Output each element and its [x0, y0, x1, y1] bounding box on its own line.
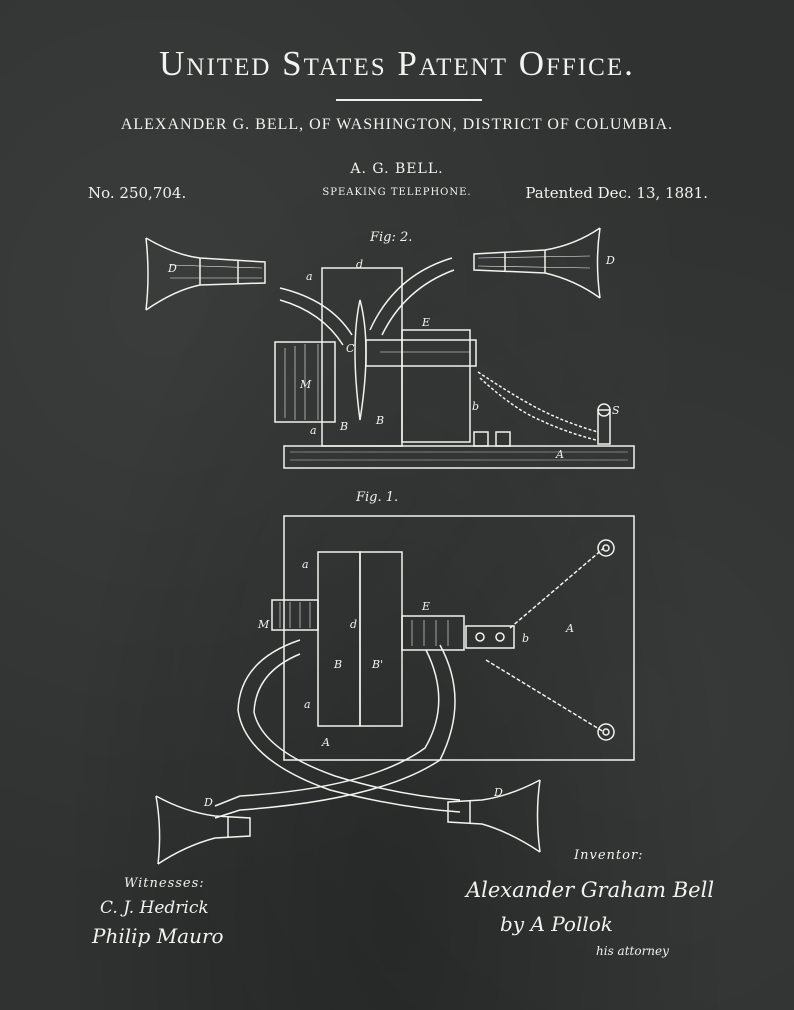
fig2-body [274, 267, 635, 469]
attorney-signature: by A Pollok [500, 912, 613, 936]
label-b-fig1: b [522, 632, 529, 645]
patent-number: No. 250,704. [88, 184, 187, 202]
label-D-fig1-right: D [493, 786, 503, 799]
label-D-fig2-right: D [605, 254, 615, 267]
label-B-fig2: B [339, 420, 348, 433]
label-D-fig1-left: D [203, 796, 213, 809]
label-b-fig2: b [472, 400, 479, 413]
label-M-fig2: M [299, 378, 312, 391]
label-M-fig1: M [257, 618, 270, 631]
fig2-mouthpiece-left [145, 237, 266, 311]
fig1-horn-right [447, 779, 541, 853]
inventor-short-name: A. G. BELL. [350, 161, 444, 177]
label-E-fig1: E [421, 600, 430, 613]
title-divider [336, 99, 482, 101]
witness-signature-2: Philip Mauro [92, 924, 224, 948]
label-a-fig1: a [302, 558, 309, 571]
fig2-label: Fig: 2. [370, 230, 413, 245]
inventor-line: ALEXANDER G. BELL, OF WASHINGTON, DISTRI… [120, 116, 674, 133]
patent-date: Patented Dec. 13, 1881. [525, 184, 708, 202]
label-S-fig2: S [612, 404, 620, 417]
fig2-mouthpiece-right [473, 227, 601, 299]
label-d-fig1: d [350, 618, 357, 631]
fig1-label: Fig. 1. [356, 490, 399, 505]
fig1-tube-loop [214, 639, 461, 819]
witnesses-label: Witnesses: [124, 876, 205, 891]
label-A-fig1-right: A [565, 622, 574, 635]
fig1-horn-left [155, 795, 251, 865]
fig1-wires [485, 539, 615, 741]
fig1-magnet [271, 551, 515, 727]
witness-signature-1: C. J. Hedrick [100, 898, 209, 918]
label-a-fig2-lower: a [310, 424, 317, 437]
label-A-fig1-lower: A [321, 736, 330, 749]
page-title: United States Patent Office. [159, 44, 635, 83]
label-D-fig2-left: D [167, 262, 177, 275]
label-d-fig2: d [356, 258, 363, 271]
fig2-tubes [279, 257, 455, 346]
label-B-fig2-right: B [375, 414, 384, 427]
label-Bp-fig1: B' [371, 658, 383, 671]
patent-subject: SPEAKING TELEPHONE. [322, 187, 472, 198]
inventor-signature: Alexander Graham Bell [466, 878, 715, 902]
label-C-fig2: C [346, 342, 355, 355]
label-A-fig2: A [555, 448, 564, 461]
label-E-fig2: E [421, 316, 430, 329]
inventor-label: Inventor: [574, 848, 644, 863]
attorney-label: his attorney [596, 944, 669, 958]
label-a-fig2: a [306, 270, 313, 283]
label-a-fig1-lower: a [304, 698, 311, 711]
fig1-base [283, 515, 635, 761]
label-B-fig1: B [333, 658, 342, 671]
